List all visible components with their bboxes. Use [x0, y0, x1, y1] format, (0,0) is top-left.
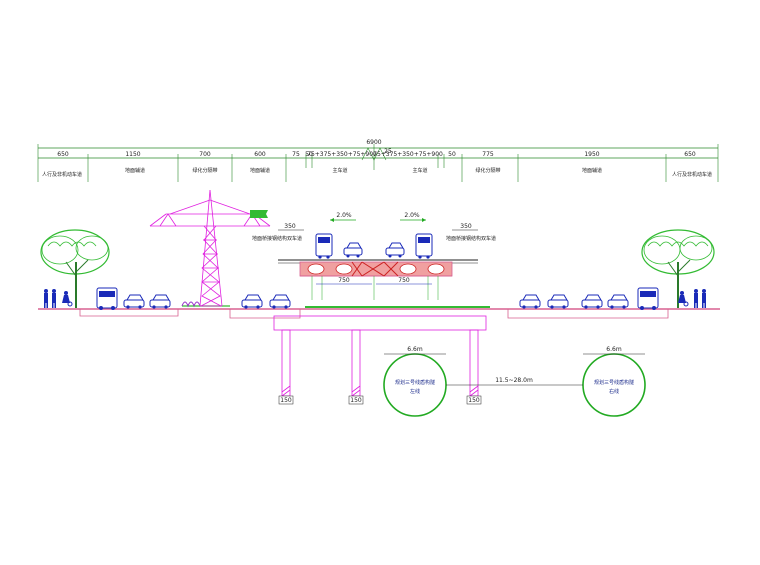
span-right-label: 750: [398, 277, 410, 284]
car-left-2: [149, 294, 171, 309]
lane-label-5: 主车道: [332, 167, 347, 174]
tree-right: [641, 229, 715, 308]
pier-label-2: 150: [350, 397, 362, 404]
bus-elevated-right: [415, 233, 433, 259]
vehicles-left: [96, 287, 291, 310]
transmission-tower: [149, 189, 271, 307]
tree-left: [40, 229, 110, 308]
bridge-label-right: 地面桥接钢结构双车道: [446, 235, 496, 242]
pedestrians-left: [44, 289, 73, 308]
lane-label-6: 主车道: [412, 167, 427, 174]
dim-seg-4: 600: [254, 151, 266, 158]
dim-seg-5: 75: [292, 151, 300, 158]
pier-label-1: 150: [280, 397, 292, 404]
car-left-3: [241, 294, 263, 309]
tunnel-right: 6.6m 规划三号线盾构隧 右线: [582, 346, 646, 417]
width-right: 350: [460, 223, 472, 230]
span-left-label: 750: [338, 277, 350, 284]
pier-structure: [273, 315, 487, 397]
green-flag: [250, 210, 268, 218]
tunnel-left-diameter: 6.6m: [407, 346, 423, 353]
slope-right: 2.0%: [404, 212, 420, 219]
lane-labels: 人行及非机动车道 地面辅道 绿化分隔带 地面辅道 主车道 主车道 绿化分隔带 地…: [42, 167, 712, 178]
dimension-line: 6900 25 650 1150 700 600 75 50 75+375+35…: [37, 139, 719, 182]
bus-left: [96, 287, 118, 310]
slope-left: 2.0%: [336, 212, 352, 219]
tunnel-left-label-1: 规划三号线盾构隧: [395, 379, 435, 386]
total-width-label: 6900: [366, 139, 381, 146]
dim-seg-3: 700: [199, 151, 211, 158]
lane-label-2: 地面辅道: [125, 167, 145, 174]
vehicles-right: [519, 287, 659, 310]
car-right-1: [519, 294, 541, 309]
lane-label-7: 绿化分隔带: [475, 167, 500, 174]
dim-seg-11: 1950: [584, 151, 599, 158]
dim-seg-9: 50: [448, 151, 456, 158]
bridge-deck: 750 750: [278, 259, 478, 300]
car-left-1: [123, 294, 145, 309]
mid-tick-label: 25: [384, 148, 392, 155]
car-left-4: [269, 294, 291, 309]
lane-label-9: 人行及非机动车道: [672, 171, 712, 178]
dim-seg-2: 1150: [125, 151, 140, 158]
dim-seg-1: 650: [57, 151, 69, 158]
car-elevated-1: [343, 242, 363, 258]
car-right-2: [547, 294, 569, 309]
car-elevated-2: [385, 242, 405, 258]
lane-label-4: 地面辅道: [250, 167, 270, 174]
pier-label-3: 150: [468, 397, 480, 404]
bridge-label-left: 地面桥接钢结构双车道: [252, 235, 302, 242]
tunnel-left-label-2: 左线: [410, 388, 420, 395]
dim-seg-8: 75+375+350+75+900: [373, 151, 443, 158]
bus-elevated-left: [315, 233, 333, 259]
tunnel-spacing: 11.5~28.0m: [446, 377, 583, 386]
lane-label-1: 人行及非机动车道: [42, 171, 82, 178]
tunnel-left: 6.6m 规划三号线盾构隧 左线: [383, 346, 447, 417]
dim-seg-12: 650: [684, 151, 696, 158]
dim-seg-10: 775: [482, 151, 494, 158]
tunnel-spacing-label: 11.5~28.0m: [495, 377, 533, 384]
dim-seg-6: 50: [305, 151, 313, 158]
car-right-3: [581, 294, 603, 309]
shrub-left: [181, 301, 201, 308]
elevated-vehicles: [315, 233, 433, 259]
ground: [38, 305, 720, 319]
pier-labels: 150 150 150: [278, 395, 482, 405]
tunnel-right-label-2: 右线: [609, 388, 619, 395]
tunnel-right-label-1: 规划三号线盾构隧: [594, 379, 634, 386]
bus-right: [637, 287, 659, 310]
width-left: 350: [284, 223, 296, 230]
dim-seg-7: 75+375+350+75+900: [307, 151, 377, 158]
pedestrians-right: [678, 289, 706, 308]
lane-label-8: 地面辅道: [582, 167, 602, 174]
bridge-annotations: 2.0% 2.0% 350 地面桥接钢结构双车道 350 地面桥接钢结构双车道: [252, 212, 496, 242]
tunnel-right-diameter: 6.6m: [606, 346, 622, 353]
car-right-4: [607, 294, 629, 309]
lane-label-3: 绿化分隔带: [192, 167, 217, 174]
